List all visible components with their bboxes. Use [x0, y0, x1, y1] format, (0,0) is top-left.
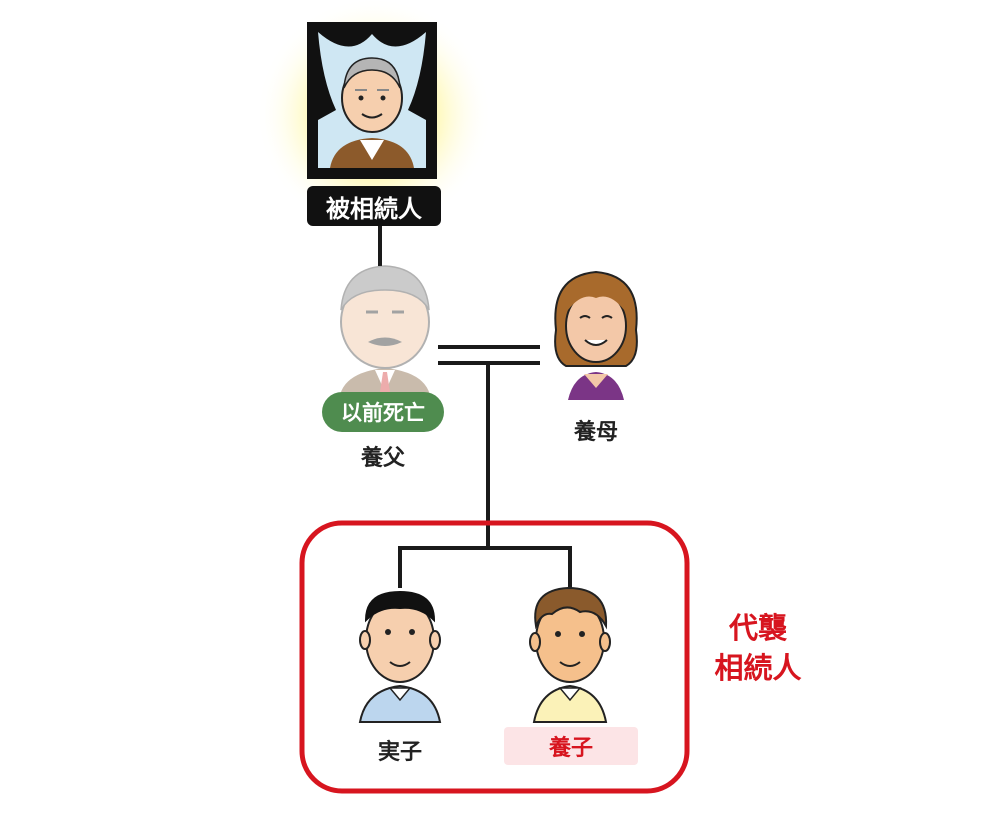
adoptive-mother-label: 養母	[573, 420, 619, 445]
previously-deceased-label: 以前死亡	[341, 401, 425, 425]
deceased-label: 被相続人	[326, 194, 422, 223]
deceased-badge: 被相続人	[307, 186, 441, 226]
boy-icon	[358, 590, 442, 723]
adopted-child-label: 養子	[548, 736, 593, 761]
adopted-child-badge: 養子	[504, 727, 638, 765]
faded-man-icon	[340, 265, 430, 396]
previously-deceased-badge: 以前死亡	[322, 392, 444, 432]
representative-heir-line2: 相続人	[714, 651, 802, 685]
representative-heir-box	[299, 520, 690, 794]
boy-icon	[529, 586, 611, 723]
woman-icon	[554, 270, 638, 400]
memorial-portrait-icon	[307, 22, 437, 179]
tree-lines	[378, 224, 572, 588]
adoptive-father-label: 養父	[360, 446, 406, 471]
biological-child-label: 実子	[377, 740, 423, 765]
representative-heir-label: 代襲 相続人	[714, 608, 801, 688]
representative-heir-line1: 代襲	[728, 611, 788, 645]
